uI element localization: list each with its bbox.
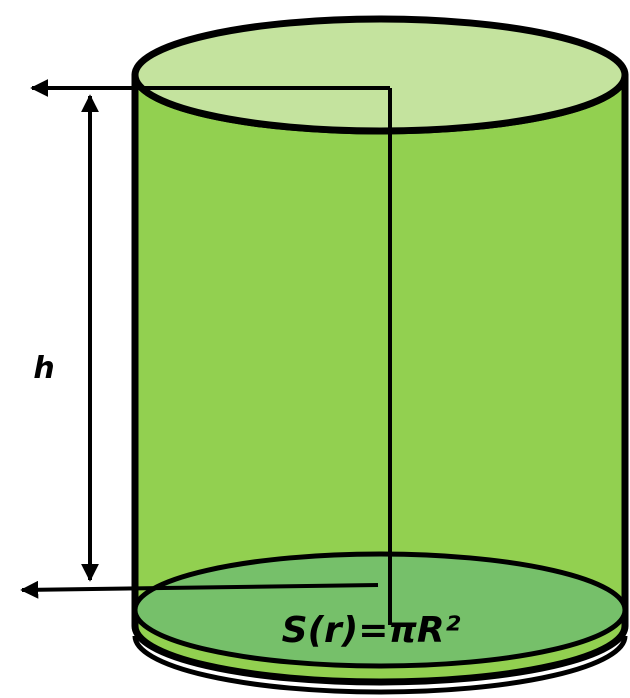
cylinder-top <box>131 15 629 135</box>
height-label: h <box>33 351 54 386</box>
bottom-projection-arrow <box>20 580 379 599</box>
cylinder-bottom-rim <box>132 635 628 695</box>
cylinder-base <box>132 551 628 669</box>
area-formula-label: S(r)=πR² <box>282 610 461 651</box>
